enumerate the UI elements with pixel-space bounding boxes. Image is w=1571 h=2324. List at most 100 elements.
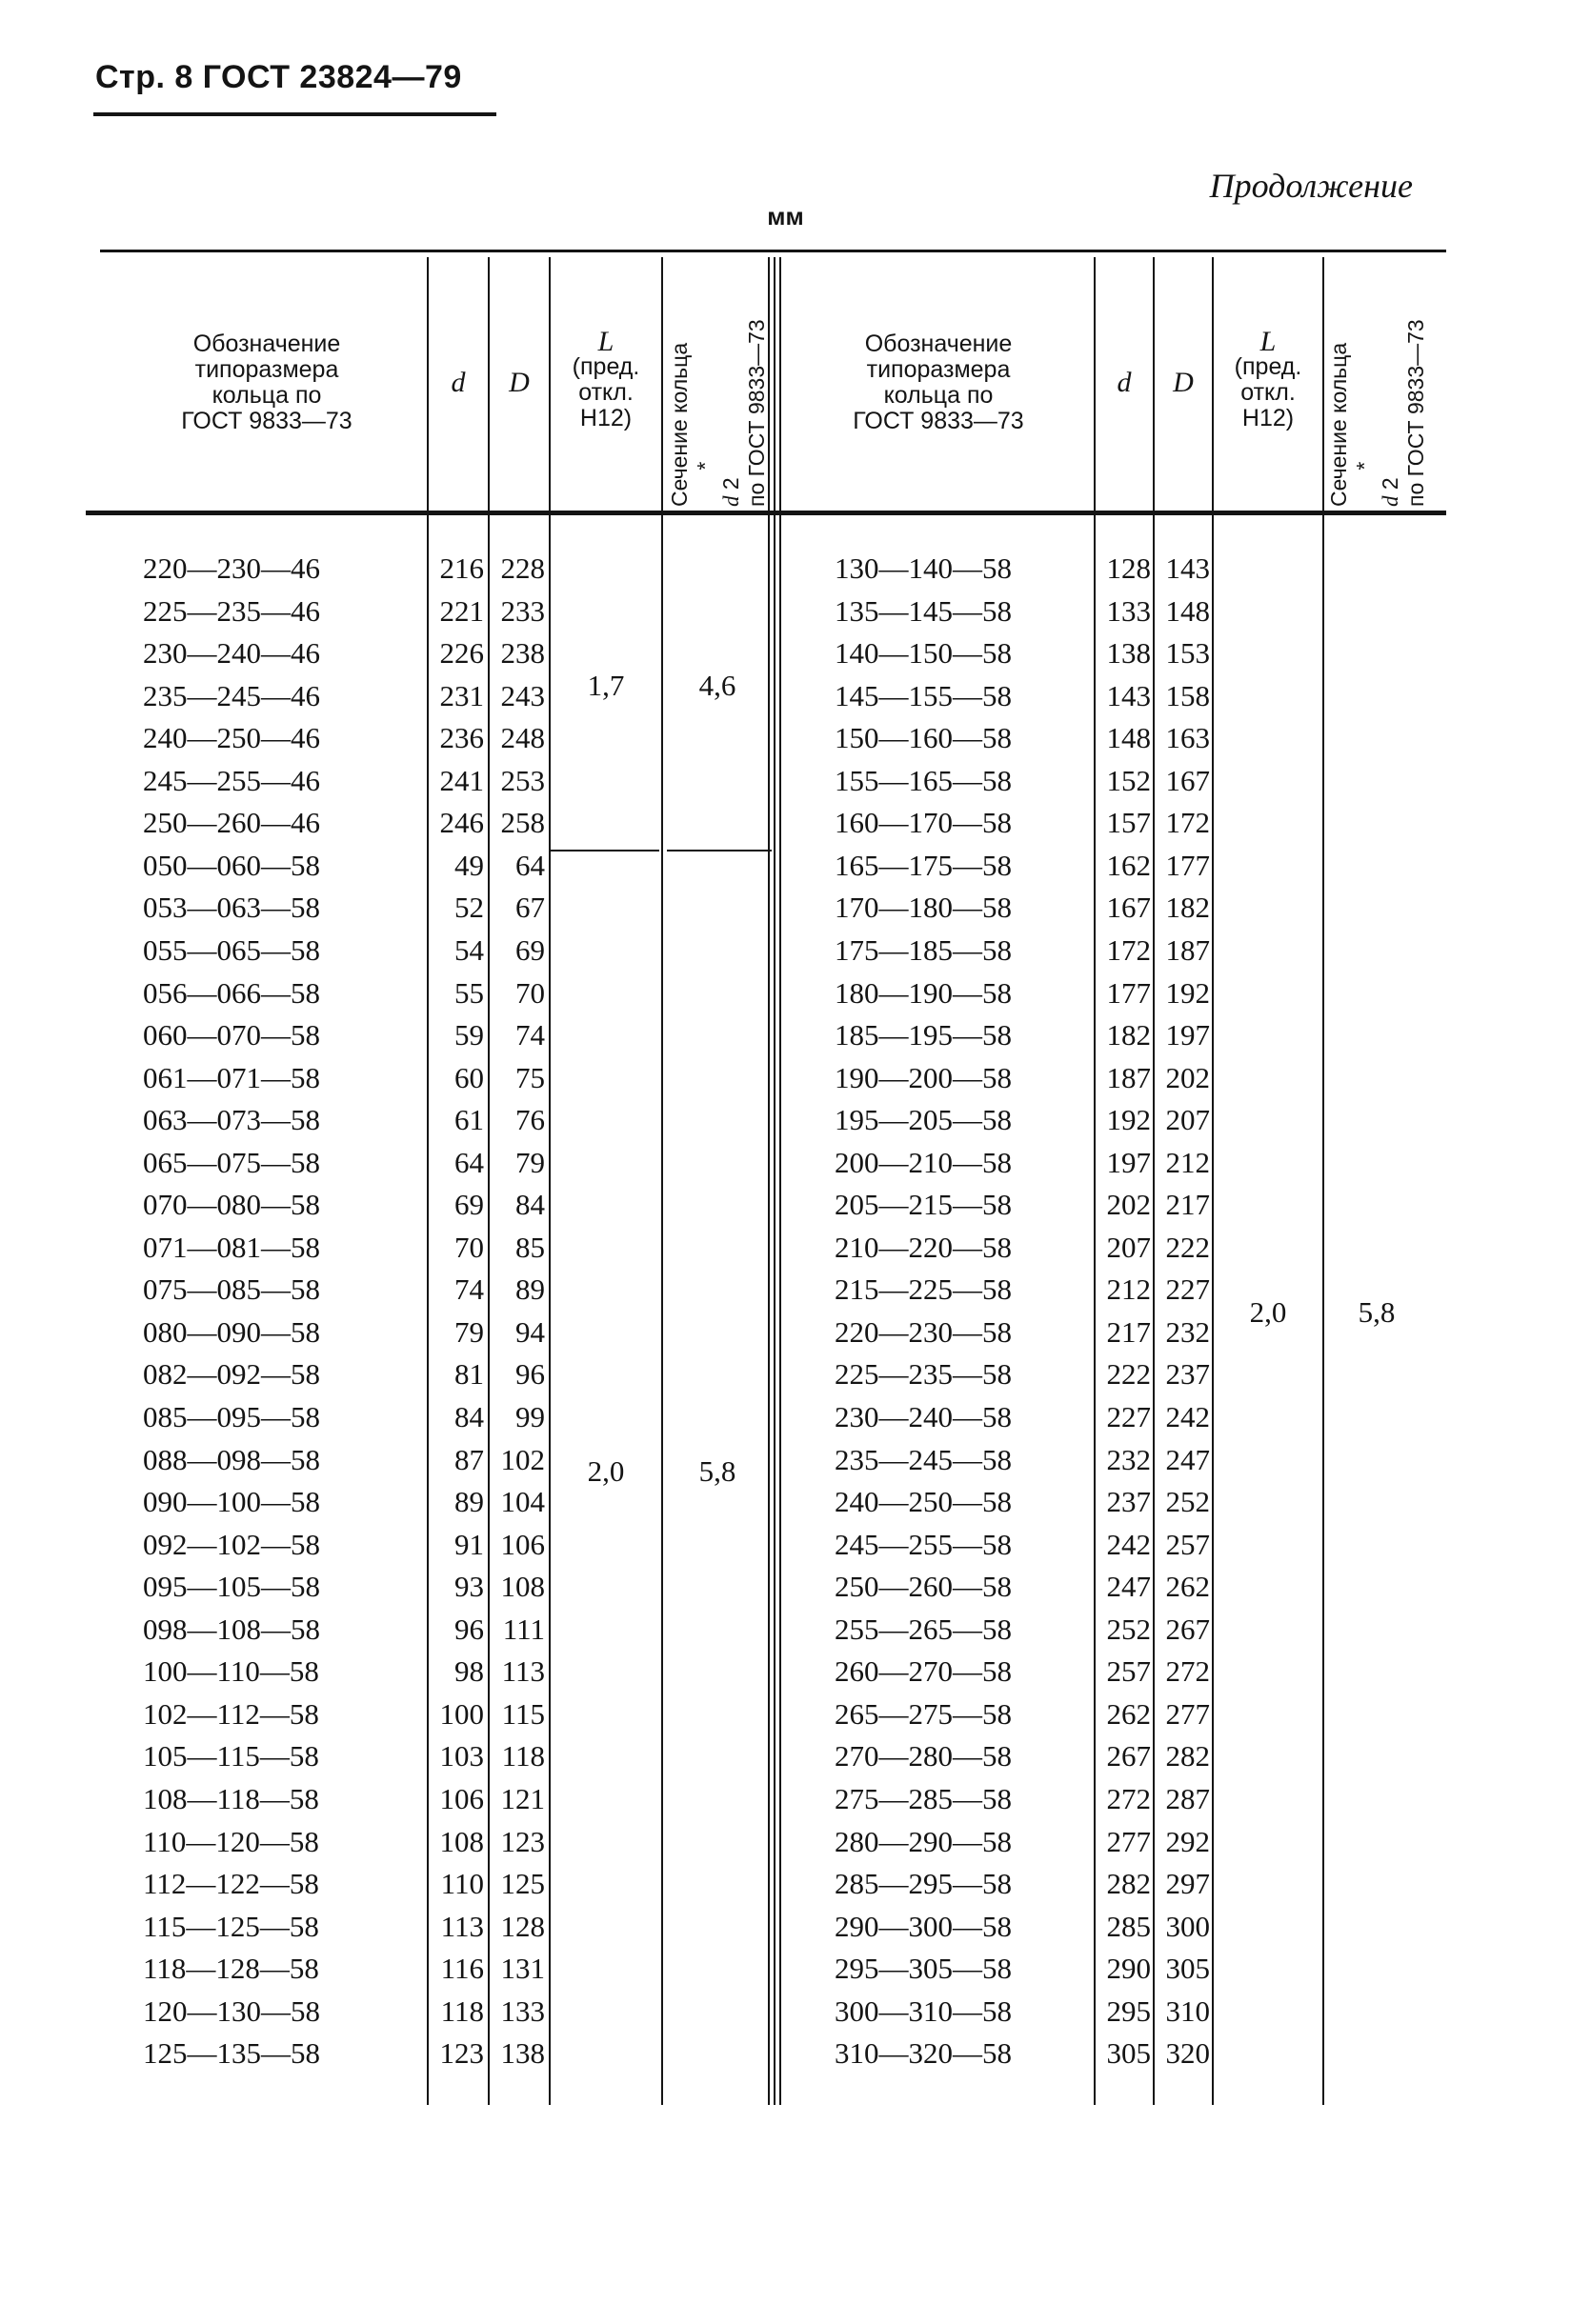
cell-designation: 245—255—58 xyxy=(835,1527,1012,1561)
cell-D: 227 xyxy=(1165,1272,1211,1307)
cell-D: 258 xyxy=(500,806,546,840)
cell-d: 192 xyxy=(1106,1103,1152,1137)
cell-D: 153 xyxy=(1165,636,1211,671)
cell-D: 228 xyxy=(500,551,546,585)
cell-d: 100 xyxy=(439,1696,485,1731)
cell-D: 113 xyxy=(501,1654,545,1689)
cell-D: 207 xyxy=(1165,1103,1211,1137)
cell-designation: 255—265—58 xyxy=(835,1612,1012,1646)
cell-D: 85 xyxy=(515,1230,545,1264)
cell-d: 305 xyxy=(1106,2036,1152,2071)
cell-designation: 200—210—58 xyxy=(835,1145,1012,1179)
cell-d: 157 xyxy=(1106,806,1152,840)
cell-d: 162 xyxy=(1106,848,1152,882)
cell-designation: 125—135—58 xyxy=(143,2036,320,2071)
cell-D: 232 xyxy=(1165,1314,1211,1349)
cell-designation: 090—100—58 xyxy=(143,1485,320,1519)
cell-designation: 310—320—58 xyxy=(835,2036,1012,2071)
header-bottom-rule xyxy=(86,511,1446,515)
cell-d: 128 xyxy=(1106,551,1152,585)
cell-d: 182 xyxy=(1106,1018,1152,1052)
cell-D: 202 xyxy=(1165,1060,1211,1094)
cell-d: 103 xyxy=(439,1739,485,1773)
cell-designation: 063—073—58 xyxy=(143,1103,320,1137)
cell-D: 243 xyxy=(500,678,546,712)
cell-D: 192 xyxy=(1165,975,1211,1010)
cell-designation: 120—130—58 xyxy=(143,1993,320,2028)
group-separator-L xyxy=(551,850,659,851)
cell-designation: 195—205—58 xyxy=(835,1103,1012,1137)
header-d: d xyxy=(451,367,466,398)
cell-D: 212 xyxy=(1165,1145,1211,1179)
cell-designation: 100—110—58 xyxy=(143,1654,319,1689)
cell-D: 282 xyxy=(1165,1739,1211,1773)
cell-D: 131 xyxy=(500,1952,546,1986)
cell-d: 282 xyxy=(1106,1867,1152,1901)
cell-d: 74 xyxy=(454,1272,484,1307)
cell-designation: 095—105—58 xyxy=(143,1570,320,1604)
col-rule xyxy=(427,257,429,2105)
cell-d: 295 xyxy=(1106,1993,1152,2028)
cell-designation: 275—285—58 xyxy=(835,1781,1012,1815)
cell-d: 241 xyxy=(439,763,485,797)
cell-D: 267 xyxy=(1165,1612,1211,1646)
cell-designation: 175—185—58 xyxy=(835,932,1012,967)
cell-designation: 118—128—58 xyxy=(143,1952,319,1986)
cell-D: 89 xyxy=(515,1272,545,1307)
col-rule xyxy=(661,257,663,2105)
left-group1-section: 4,6 xyxy=(698,669,736,702)
cell-d: 70 xyxy=(454,1230,484,1264)
cell-D: 222 xyxy=(1165,1230,1211,1264)
cell-D: 128 xyxy=(500,1909,546,1943)
header-L: L (пред. откл. H12) xyxy=(572,326,640,431)
cell-d: 272 xyxy=(1106,1781,1152,1815)
cell-designation: 235—245—46 xyxy=(143,678,320,712)
continuation-label: Продолжение xyxy=(1209,167,1413,205)
cell-d: 69 xyxy=(454,1188,484,1222)
cell-d: 106 xyxy=(439,1781,485,1815)
header-designation: Обозначение типоразмера кольца по ГОСТ 9… xyxy=(181,331,352,434)
cell-D: 111 xyxy=(502,1612,545,1646)
cell-D: 115 xyxy=(501,1696,545,1731)
cell-d: 49 xyxy=(454,848,484,882)
cell-designation: 285—295—58 xyxy=(835,1867,1012,1901)
cell-designation: 050—060—58 xyxy=(143,848,320,882)
cell-d: 61 xyxy=(454,1103,484,1137)
cell-d: 138 xyxy=(1106,636,1152,671)
cell-d: 290 xyxy=(1106,1952,1152,1986)
cell-designation: 140—150—58 xyxy=(835,636,1012,671)
cell-d: 60 xyxy=(454,1060,484,1094)
header-d: d xyxy=(1117,367,1132,398)
cell-D: 305 xyxy=(1165,1952,1211,1986)
cell-d: 96 xyxy=(454,1612,484,1646)
cell-d: 59 xyxy=(454,1018,484,1052)
cell-d: 226 xyxy=(439,636,485,671)
cell-designation: 240—250—58 xyxy=(835,1485,1012,1519)
cell-designation: 170—180—58 xyxy=(835,891,1012,925)
cell-designation: 055—065—58 xyxy=(143,932,320,967)
cell-designation: 230—240—46 xyxy=(143,636,320,671)
cell-d: 143 xyxy=(1106,678,1152,712)
cell-D: 187 xyxy=(1165,932,1211,967)
cell-designation: 105—115—58 xyxy=(143,1739,319,1773)
cell-designation: 250—260—46 xyxy=(143,806,320,840)
cell-designation: 280—290—58 xyxy=(835,1824,1012,1858)
left-group2-L: 2,0 xyxy=(587,1454,625,1488)
cell-d: 81 xyxy=(454,1357,484,1392)
cell-designation: 082—092—58 xyxy=(143,1357,320,1392)
cell-designation: 110—120—58 xyxy=(143,1824,319,1858)
col-rule xyxy=(1212,257,1214,2105)
cell-d: 242 xyxy=(1106,1527,1152,1561)
cell-designation: 060—070—58 xyxy=(143,1018,320,1052)
cell-d: 172 xyxy=(1106,932,1152,967)
cell-designation: 250—260—58 xyxy=(835,1570,1012,1604)
cell-d: 116 xyxy=(440,1952,484,1986)
units-label: мм xyxy=(767,202,804,230)
cell-D: 74 xyxy=(515,1018,545,1052)
cell-D: 148 xyxy=(1165,593,1211,628)
right-group-section: 5,8 xyxy=(1358,1295,1396,1329)
cell-D: 64 xyxy=(515,848,545,882)
cell-designation: 115—125—58 xyxy=(143,1909,319,1943)
cell-d: 267 xyxy=(1106,1739,1152,1773)
cell-D: 237 xyxy=(1165,1357,1211,1392)
